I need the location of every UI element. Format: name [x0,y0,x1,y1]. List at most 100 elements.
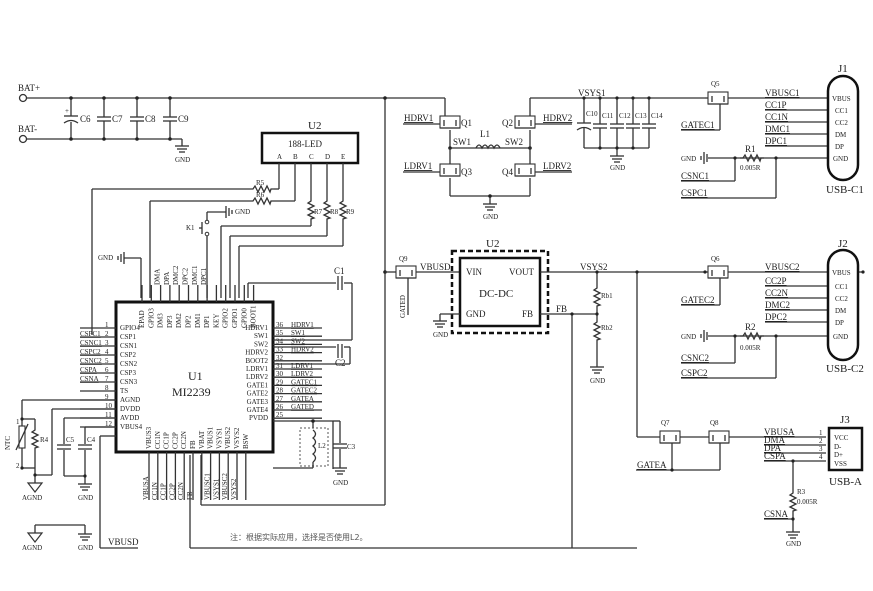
svg-text:Rb1: Rb1 [601,292,613,300]
svg-text:SW1: SW1 [453,137,471,147]
u1-pin-bottom: BSW [242,433,250,500]
h-bridge: HDRV1 Q1 L1 SW1 SW2 LDRV1 Q3 GND HDRV2 Q… [403,88,705,221]
bat-gnd-label: GND [175,156,190,164]
svg-text:DMC2: DMC2 [765,300,790,310]
bat-neg-terminal[interactable] [18,134,28,144]
svg-text:DPC1: DPC1 [765,136,787,146]
svg-text:GND: GND [590,377,605,385]
u1-net-label: GATEC2 [291,387,318,395]
svg-text:DPA: DPA [764,443,782,453]
svg-text:DM3: DM3 [157,313,165,328]
svg-text:GATED: GATED [399,295,407,318]
svg-text:9: 9 [105,393,109,401]
svg-text:R4: R4 [40,436,49,444]
svg-text:R1: R1 [745,144,756,154]
u1-net-label: CSPC2 [80,348,101,356]
bat-pos-terminal[interactable] [18,93,28,103]
u1-net-label: DPA [163,272,171,285]
u1-net-label: VBUSA [142,476,150,500]
svg-text:CSP1: CSP1 [120,333,136,341]
svg-text:C5: C5 [66,436,75,444]
svg-text:VBUSC2: VBUSC2 [765,262,800,272]
svg-text:LDRV1: LDRV1 [246,365,268,373]
svg-text:TS: TS [120,387,128,395]
svg-text:J1: J1 [838,63,848,75]
led-ref: U2 [308,120,321,132]
ntc-section: NTC 1 2 R4 AGND C5 C4 GND VBUSD [4,399,139,549]
svg-text:DM: DM [835,307,847,315]
svg-text:USB-C2: USB-C2 [826,363,864,375]
svg-text:CSPC2: CSPC2 [681,368,708,378]
svg-text:28: 28 [276,387,284,395]
svg-text:VBAT: VBAT [198,430,206,449]
svg-text:C10: C10 [586,110,598,118]
u1-net-label: CSPA [80,366,97,374]
svg-text:27: 27 [276,395,284,403]
svg-text:5: 5 [105,357,109,365]
bat-neg-label: BAT- [18,124,37,134]
svg-text:C12: C12 [619,112,631,120]
l2-optional-box [299,427,329,467]
svg-text:HDRV1: HDRV1 [245,324,268,332]
svg-text:29: 29 [276,378,284,386]
svg-text:DM: DM [835,131,847,139]
svg-text:CC2: CC2 [835,295,848,303]
svg-text:VBUSD: VBUSD [420,262,451,272]
u1-net-label: DMC2 [172,265,180,285]
svg-text:AGND: AGND [22,544,42,552]
u1-net-label: GATEC1 [291,378,318,386]
svg-text:R2: R2 [745,322,756,332]
ic-u1-name: MI2239 [172,385,211,399]
usb-c2-connector[interactable] [826,248,860,362]
svg-text:HDRV2: HDRV2 [543,113,572,123]
bat-pos-label: BAT+ [18,83,40,93]
svg-text:R7: R7 [314,208,323,216]
svg-text:LDRV2: LDRV2 [246,373,268,381]
u1-net-label: CC2N [177,482,185,500]
svg-text:VSYS2: VSYS2 [580,262,608,272]
svg-text:KEY: KEY [212,314,220,328]
u1-pin-top: GPIO0 [240,285,248,328]
svg-text:FB: FB [522,309,533,319]
svg-text:GND: GND [78,544,93,552]
svg-text:VBUS2: VBUS2 [224,426,232,449]
usb-a-connector[interactable] [827,426,864,472]
svg-text:L2: L2 [318,442,326,450]
svg-text:C6: C6 [80,114,91,124]
u1-net-label: HDRV2 [291,346,314,354]
svg-text:GATEC1: GATEC1 [681,120,715,130]
svg-text:30: 30 [276,370,284,378]
svg-text:GND: GND [681,155,696,163]
svg-text:3: 3 [105,339,109,347]
svg-text:C14: C14 [651,112,663,120]
svg-text:GATEC2: GATEC2 [681,295,715,305]
svg-text:VSS: VSS [834,460,847,468]
svg-text:VBUSA: VBUSA [764,427,795,437]
u1-net-label: VBUSC1 [204,473,212,500]
u1-net-label: CSNC1 [80,339,102,347]
svg-text:EPAD: EPAD [138,310,146,328]
svg-text:C2: C2 [335,358,346,368]
svg-text:0.005R: 0.005R [740,344,761,352]
usb-c1-connector[interactable] [826,74,860,182]
svg-text:3: 3 [819,445,823,453]
svg-text:1: 1 [819,429,823,437]
svg-text:GATE4: GATE4 [247,406,269,414]
svg-text:C3: C3 [347,443,356,451]
dcdc-outline [450,249,550,335]
led-name: 188-LED [288,139,322,149]
svg-text:GND: GND [786,540,801,548]
